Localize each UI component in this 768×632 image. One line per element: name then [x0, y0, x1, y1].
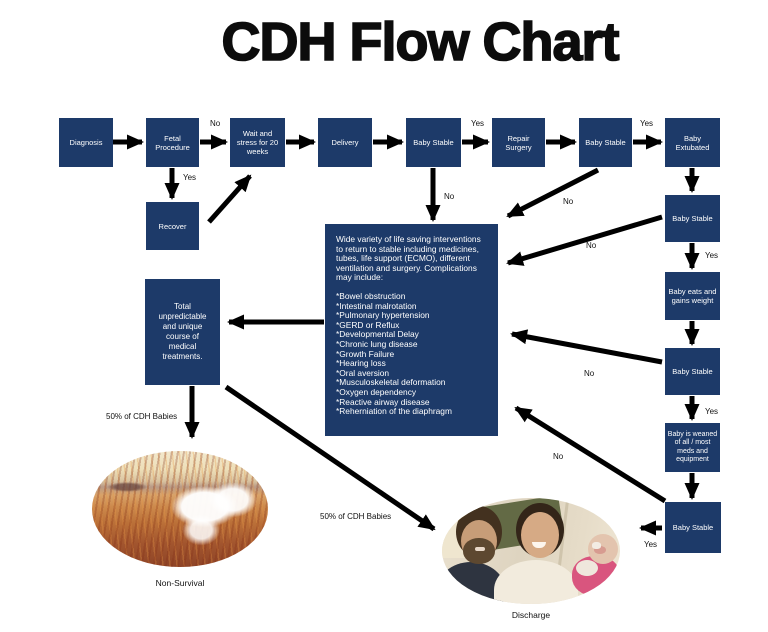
- edge-label-no-babystable3: No: [586, 241, 597, 250]
- arrow-total-to-discharge: [224, 384, 436, 532]
- box-recover-label: Recover: [158, 221, 187, 231]
- box-interventions: Wide variety of life saving intervention…: [325, 224, 498, 436]
- edge-label-yes-babystable3: Yes: [705, 251, 719, 260]
- caption-non-survival: Non-Survival: [155, 578, 205, 588]
- box-baby-stable-2-label: Baby Stable: [585, 138, 626, 147]
- box-baby-weaned-label: Baby is weaned of all / most meds and eq…: [667, 430, 718, 464]
- photo-father-smile: [475, 547, 485, 551]
- edge-label-no-babystable2: No: [563, 197, 574, 206]
- box-baby-weaned: Baby is weaned of all / most meds and eq…: [665, 423, 720, 472]
- photo-baby-cheek: [594, 546, 606, 554]
- caption-discharge: Discharge: [511, 610, 551, 620]
- box-baby-stable-4: Baby Stable: [665, 348, 720, 395]
- box-diagnosis-label: Diagnosis: [69, 138, 103, 147]
- box-baby-extubated: Baby Extubated: [665, 118, 720, 167]
- family-with-newborn-image: [442, 498, 620, 604]
- box-baby-extubated-label: Baby Extubated: [675, 133, 710, 152]
- box-total-course: Total unpredictable and unique course of…: [145, 279, 220, 385]
- box-baby-stable-4-label: Baby Stable: [672, 367, 713, 376]
- page-title: CDH Flow Chart: [221, 12, 621, 72]
- photo-wall-stripe: [458, 498, 466, 524]
- box-repair-surgery: Repair Surgery: [492, 118, 545, 167]
- edge-label-no-fetal-wait: No: [210, 119, 221, 128]
- box-baby-stable-3: Baby Stable: [665, 195, 720, 242]
- edge-label-yes-babystable2-extubated: Yes: [640, 119, 654, 128]
- box-baby-stable-2: Baby Stable: [579, 118, 632, 167]
- edge-label-no-babystable5: No: [553, 452, 564, 461]
- beach-dune-grass-image: [92, 451, 268, 567]
- arrow-babystable5-to-interventions: [514, 405, 667, 504]
- box-baby-stable-3-label: Baby Stable: [672, 214, 713, 223]
- box-recover: Recover: [146, 202, 199, 250]
- photo-mother-smile: [532, 542, 546, 548]
- box-fetal-procedure: Fetal Procedure: [146, 118, 199, 167]
- box-wait-and-stress: Wait and stress for 20 weeks: [230, 118, 285, 167]
- box-baby-eats-label: Baby eats and gains weight: [668, 287, 717, 305]
- box-baby-stable-5: Baby Stable: [665, 502, 721, 553]
- box-delivery: Delivery: [318, 118, 372, 167]
- edge-label-no-babystable4: No: [584, 369, 595, 378]
- arrow-recover-to-wait: [207, 174, 252, 224]
- box-baby-stable-1: Baby Stable: [406, 118, 461, 167]
- box-wait-and-stress-label: Wait and stress for 20 weeks: [236, 129, 279, 156]
- discharge-photo: [442, 498, 620, 604]
- box-baby-stable-5-label: Baby Stable: [672, 523, 714, 532]
- box-diagnosis: Diagnosis: [59, 118, 113, 167]
- edge-label-yes-fetal-recover: Yes: [183, 173, 197, 182]
- photo-baby-bib: [576, 560, 598, 576]
- photo-father-beard: [463, 538, 495, 564]
- photo-baby-nose-tube: [592, 542, 601, 549]
- box-repair-surgery-label: Repair Surgery: [505, 133, 532, 152]
- box-delivery-label: Delivery: [331, 138, 359, 147]
- interventions-complications-list: *Bowel obstruction *Intestinal malrotati…: [336, 290, 452, 417]
- edge-label-yes-babystable1-repair: Yes: [471, 119, 485, 128]
- percent-label-non-survival: 50% of CDH Babies: [106, 412, 178, 421]
- photo-mother-shirt: [494, 560, 578, 604]
- percent-label-discharge: 50% of CDH Babies: [320, 512, 392, 521]
- edge-label-no-babystable1: No: [444, 192, 455, 201]
- box-baby-eats: Baby eats and gains weight: [665, 272, 720, 320]
- edge-label-yes-babystable4: Yes: [705, 407, 719, 416]
- edge-label-yes-babystable5-discharge: Yes: [644, 540, 658, 549]
- non-survival-photo: [92, 451, 268, 567]
- interventions-intro: Wide variety of life saving intervention…: [336, 234, 481, 283]
- box-total-course-label: Total unpredictable and unique course of…: [158, 302, 207, 361]
- arrow-babystable2-to-interventions: [506, 167, 600, 219]
- arrow-babystable3-to-interventions: [506, 214, 663, 266]
- arrow-babystable4-to-interventions: [510, 329, 663, 365]
- photo-mother-face: [521, 512, 559, 558]
- box-fetal-procedure-label: Fetal Procedure: [155, 133, 190, 152]
- box-baby-stable-1-label: Baby Stable: [413, 138, 454, 147]
